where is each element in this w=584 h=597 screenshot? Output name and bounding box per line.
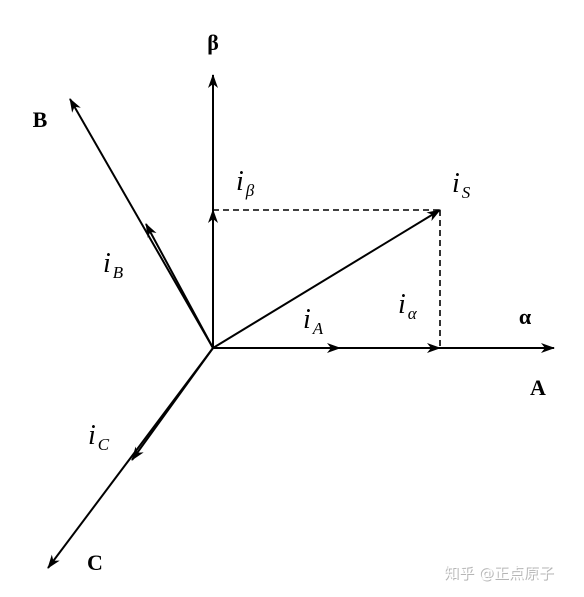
beta-axis-label: β <box>207 30 219 55</box>
i-c-vector <box>131 347 214 461</box>
b-phase-axis <box>69 98 214 349</box>
alpha-axis-label: α <box>519 304 532 329</box>
a-phase-label: A <box>530 375 546 400</box>
c-phase-label: C <box>87 550 103 575</box>
watermark-shadow: 知乎 @正点原子 <box>445 565 555 583</box>
i-s-vector <box>212 209 441 349</box>
b-phase-label: B <box>33 107 48 132</box>
watermark: 知乎 @正点原子 <box>444 564 554 582</box>
i-b-vector <box>145 223 214 349</box>
